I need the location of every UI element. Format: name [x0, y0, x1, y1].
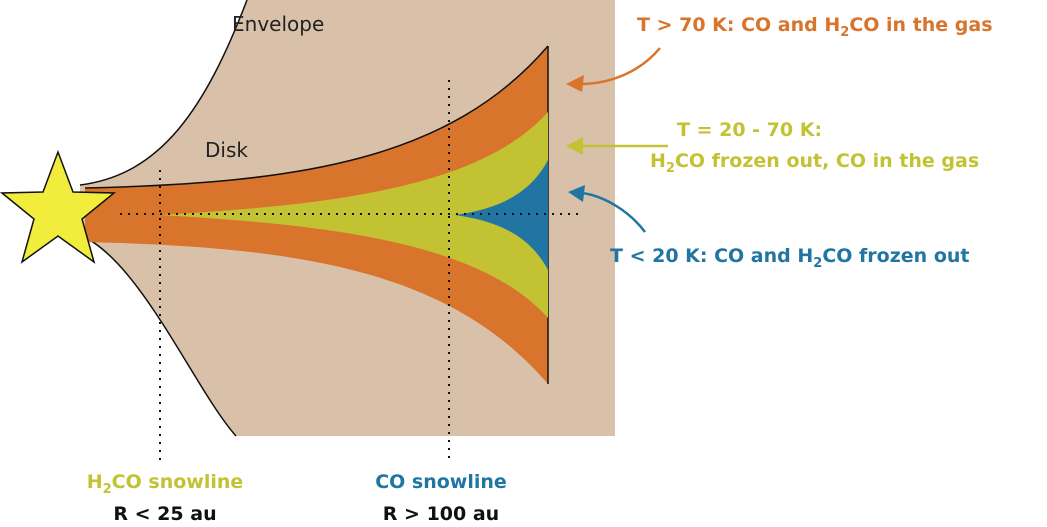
- cold-zone-arrow: [581, 191, 646, 233]
- hot-zone-arrowhead: [566, 75, 584, 92]
- warm-zone-label-line1: T = 20 - 70 K:: [677, 119, 822, 141]
- hot-zone-label: T > 70 K: CO and H2CO in the gas: [637, 14, 993, 40]
- co-snowline-radius: R > 100 au: [383, 503, 499, 525]
- h2co-snowline-title: H2CO snowline: [87, 471, 244, 497]
- disk-label: Disk: [205, 138, 248, 162]
- envelope-outline-top: [79, 0, 248, 186]
- hot-zone-arrow: [579, 47, 661, 86]
- warm-zone-arrowhead: [566, 137, 583, 155]
- warm-zone-label-line2: H2CO frozen out, CO in the gas: [650, 150, 979, 176]
- star-icon: [0, 149, 117, 264]
- cold-zone-label: T < 20 K: CO and H2CO frozen out: [610, 245, 969, 271]
- cold-layer: [455, 160, 548, 270]
- cold-zone-arrowhead: [568, 185, 585, 202]
- co-snowline-title: CO snowline: [375, 471, 507, 493]
- envelope-label: Envelope: [232, 12, 324, 36]
- envelope-outline-bottom: [79, 234, 237, 437]
- disk-surface-line: [84, 45, 549, 189]
- h2co-snowline-radius: R < 25 au: [113, 503, 216, 525]
